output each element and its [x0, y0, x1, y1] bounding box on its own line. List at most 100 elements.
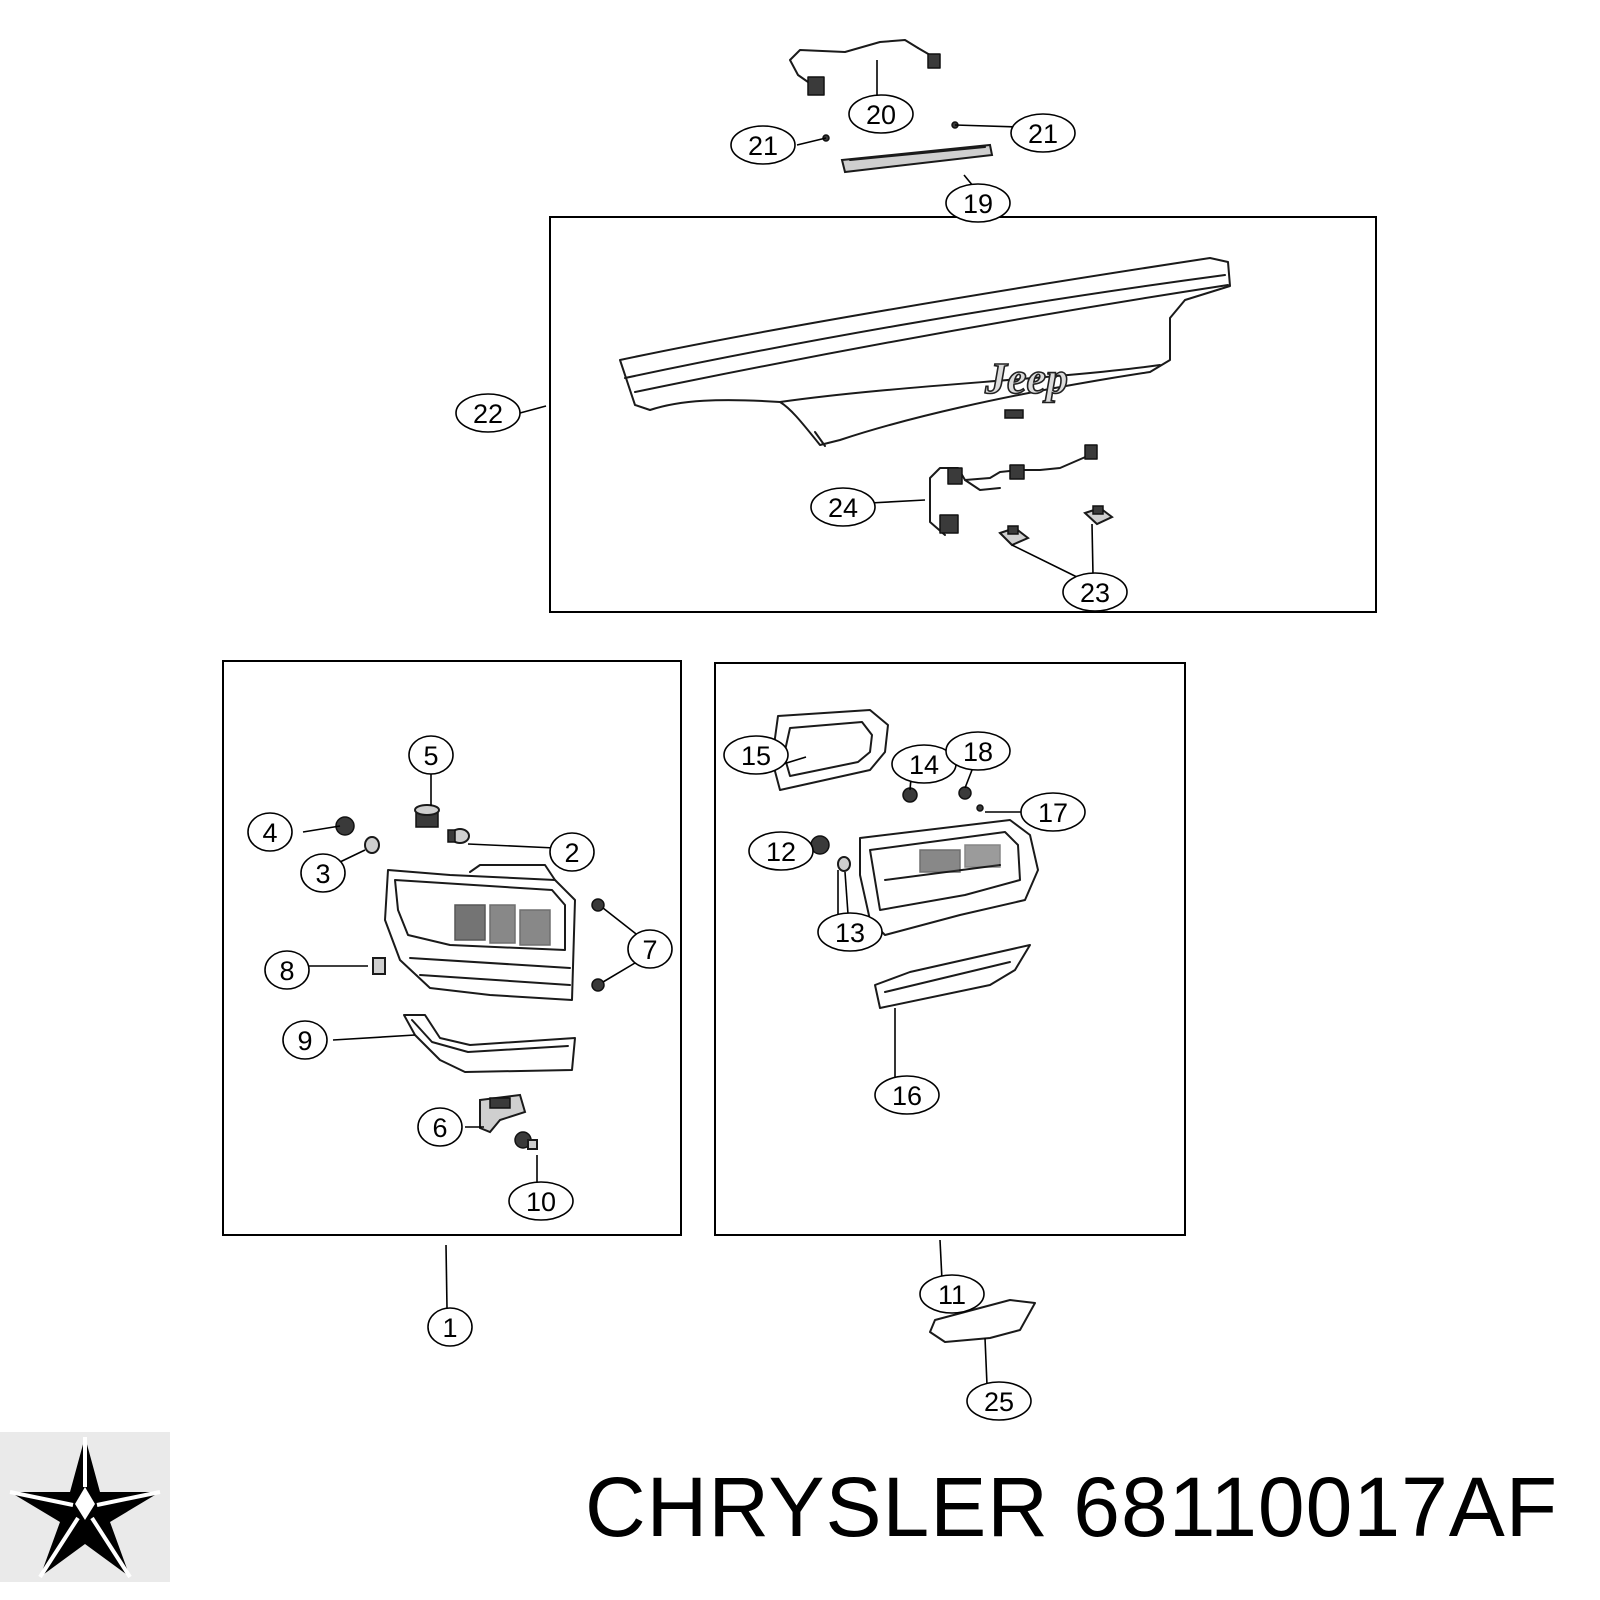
chrysler-pentastar-logo: [0, 1432, 170, 1582]
callout-25: 25: [966, 1381, 1032, 1421]
callout-20: 20: [848, 94, 914, 134]
callout-bubble: [748, 831, 814, 871]
part-caption: CHRYSLER 68110017AF: [585, 1452, 1585, 1562]
bulb-socket-5: [414, 804, 440, 828]
callout-bubble: [848, 94, 914, 134]
callout-bubble: [945, 183, 1011, 223]
callout-10: 10: [508, 1181, 574, 1221]
connector-6: [479, 1093, 527, 1134]
callout-bubble: [627, 929, 673, 969]
callout-12: 12: [748, 831, 814, 871]
license-lamp-23-left: [998, 525, 1030, 547]
callout-label: 19: [963, 189, 993, 219]
callout-label: 13: [835, 918, 865, 948]
callout-23: 23: [1062, 572, 1128, 612]
callout-11: 11: [919, 1274, 985, 1314]
callout-7: 7: [627, 929, 673, 969]
callout-17: 17: [1020, 792, 1086, 832]
callout-bubble: [810, 487, 876, 527]
callout-bubble: [408, 735, 454, 775]
callout-bubble: [1010, 113, 1076, 153]
liftgate-applique-22: [619, 257, 1231, 447]
bulb-3: [364, 836, 380, 854]
right-tail-lamp-box: [714, 662, 1186, 1236]
callout-24: 24: [810, 487, 876, 527]
jeep-emblem: Jeep: [983, 353, 1069, 404]
wiring-harness-24: [929, 444, 1098, 536]
callout-label: 16: [892, 1081, 922, 1111]
socket-14: [902, 787, 918, 803]
caption-brand: CHRYSLER: [585, 1460, 1049, 1554]
callout-bubble: [817, 912, 883, 952]
callout-bubble: [264, 950, 310, 990]
clip-8: [372, 957, 386, 975]
callout-label: 10: [526, 1187, 556, 1217]
callout-label: 11: [938, 1280, 966, 1310]
callout-18: 18: [945, 731, 1011, 771]
callout-13: 13: [817, 912, 883, 952]
callout-bubble: [300, 853, 346, 893]
bulb-2: [447, 828, 470, 844]
callout-label: 20: [866, 100, 896, 130]
callout-label: 9: [297, 1026, 312, 1056]
callout-bubble: [282, 1020, 328, 1060]
callout-16: 16: [874, 1075, 940, 1115]
callout-label: 6: [432, 1113, 447, 1143]
callout-label: 12: [766, 837, 796, 867]
callout-label: 1: [442, 1313, 457, 1343]
left-tail-lamp-box: [222, 660, 682, 1236]
callout-3: 3: [300, 853, 346, 893]
callout-bubble: [730, 125, 796, 165]
callout-label: 18: [963, 737, 993, 767]
tail-lamp-outer: [384, 864, 576, 1001]
callout-label: 15: [741, 741, 771, 771]
callout-label: 21: [748, 131, 778, 161]
lamp-19: [840, 143, 994, 174]
callout-19: 19: [945, 183, 1011, 223]
callout-label: 2: [564, 838, 579, 868]
callout-label: 25: [984, 1387, 1014, 1417]
callout-6: 6: [417, 1107, 463, 1147]
caption-part-number: 68110017AF: [1073, 1460, 1559, 1554]
license-lamp-23-right: [1083, 505, 1114, 526]
callout-bubble: [723, 735, 789, 775]
callout-bubble: [455, 393, 521, 433]
bezel-9: [403, 1014, 576, 1073]
callout-9: 9: [282, 1020, 328, 1060]
socket-18: [958, 786, 972, 800]
callout-15: 15: [723, 735, 789, 775]
callout-8: 8: [264, 950, 310, 990]
callout-21: 21: [1010, 113, 1076, 153]
callout-bubble: [417, 1107, 463, 1147]
applique-group-box: [549, 216, 1377, 613]
callout-bubble: [1020, 792, 1086, 832]
callout-bubble: [874, 1075, 940, 1115]
bulb-13: [837, 856, 851, 872]
callout-label: 3: [315, 859, 330, 889]
bezel-16: [874, 944, 1031, 1009]
callout-bubble: [549, 832, 595, 872]
callout-label: 21: [1028, 119, 1058, 149]
callout-label: 14: [909, 750, 939, 780]
emblem-text: Jeep: [984, 354, 1068, 403]
callout-label: 4: [262, 818, 277, 848]
callout-1: 1: [427, 1307, 473, 1347]
callout-bubble: [508, 1181, 574, 1221]
callout-label: 5: [423, 741, 438, 771]
callout-14: 14: [891, 744, 957, 784]
callout-22: 22: [455, 393, 521, 433]
wiring-harness-20: [789, 39, 941, 96]
pentastar-center: [75, 1487, 95, 1520]
callout-label: 8: [279, 956, 294, 986]
reflector-25: [929, 1299, 1036, 1343]
callout-label: 23: [1080, 578, 1110, 608]
leader-lines: [302, 60, 1094, 1386]
callout-4: 4: [247, 812, 293, 852]
callout-bubble: [1062, 572, 1128, 612]
callout-label: 24: [828, 493, 858, 523]
callout-label: 17: [1038, 798, 1068, 828]
gasket-15: [771, 709, 889, 791]
callout-bubble: [247, 812, 293, 852]
